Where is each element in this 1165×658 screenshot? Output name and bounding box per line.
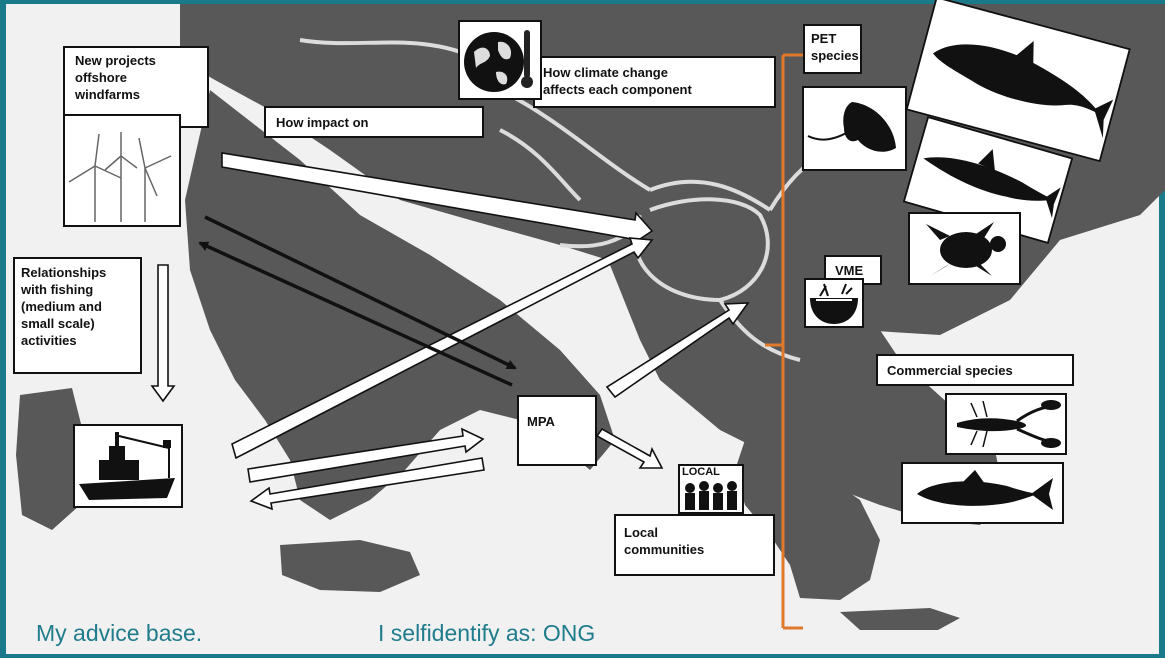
landmass-italy [185,90,615,520]
commercial-species-box [876,354,1074,386]
local-communities-box [614,514,775,576]
commercial-species-label: Commercial species [887,363,1013,378]
climate-globe-picture [458,20,542,100]
arrow-windfarms-to-mpa [204,215,517,370]
black-arrows [198,215,517,387]
seabed-icon [810,283,858,324]
arrow-mpa-to-center [605,302,750,399]
impact-box [264,106,484,138]
landmass-balkans [600,240,1005,525]
local-communities-label: Local communities [624,525,705,557]
hollow-arrows [150,152,750,511]
local-people-picture [678,464,744,514]
arrow-boat-to-mpa [247,427,485,483]
stingray-icon [807,102,896,152]
local-sign-label: LOCAL [682,466,720,478]
climate-box [533,56,776,108]
arrow-mpa-to-local [595,427,664,469]
wind-turbine-picture [63,114,181,227]
dolphin-icon [933,40,1114,139]
vme-label: VME [835,263,864,278]
seabed-picture [804,278,864,328]
arrow-mpa-to-windfarms [198,241,513,387]
landmass-sardinia [16,388,85,530]
sea-turtle-picture [908,212,1021,285]
pet-species-label: PET species [811,31,859,63]
arrow-mpa-to-boat [249,457,485,511]
windfarms-label: New projects offshore windfarms [75,53,156,102]
fishing-boat-picture [73,424,183,508]
sea-turtle-icon [926,222,1006,276]
fishing-boat-icon [79,432,175,500]
landmass-greece [735,440,880,600]
arrow-windfarms-to-center [221,152,654,247]
footer-advice-base: My advice base. [36,620,203,646]
pet-species-box [803,24,862,74]
fish-icon [917,470,1053,510]
relationships-box [13,257,142,374]
globe-thermometer-icon [464,30,533,92]
landmass-sicily [280,540,420,592]
mpa-box [517,395,597,466]
stingray-picture [802,86,907,171]
lobster-icon [957,400,1061,448]
landmass-crete [840,608,960,630]
lobster-picture [945,393,1067,455]
fish-picture [901,462,1064,524]
people-icon [685,481,737,510]
arrow-boat-to-center [231,237,654,460]
footer-selfidentify: I selfidentify as: ONG [378,620,596,646]
arrow-relationships-to-boat [150,264,176,403]
dolphin-picture [905,0,1132,163]
wind-turbine-icon [68,132,172,222]
component-bracket [765,53,803,630]
relationships-label: Relationships with fishing (medium and s… [21,265,107,348]
shark-icon [923,149,1061,219]
climate-label: How climate change affects each componen… [543,65,692,97]
shark-picture [902,115,1074,245]
impact-label: How impact on [276,115,369,130]
mpa-label: MPA [527,414,555,429]
